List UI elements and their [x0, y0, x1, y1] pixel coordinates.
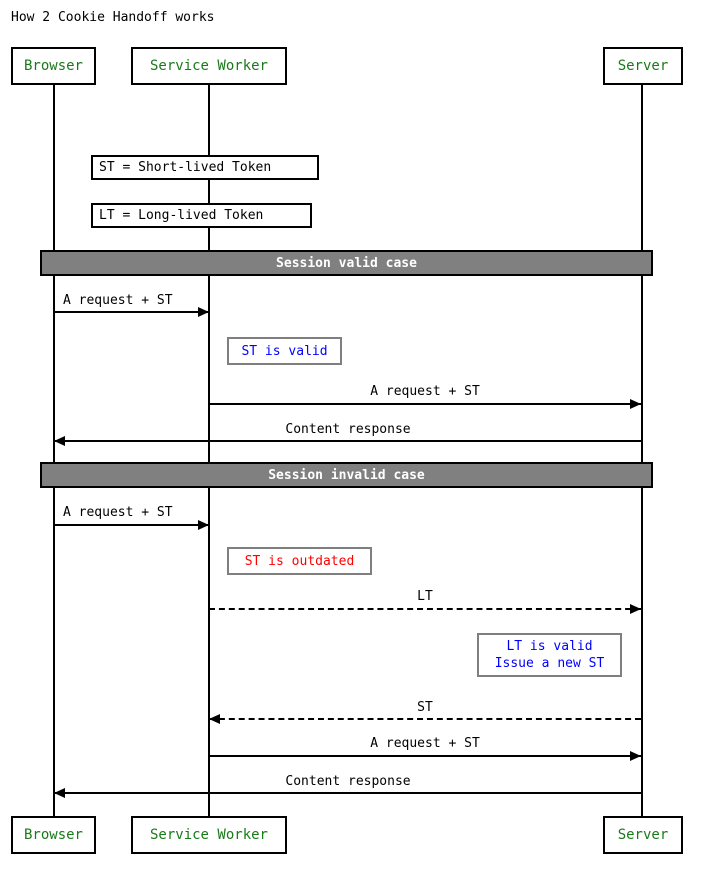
note-long-lived-token: LT = Long-lived Token [91, 203, 312, 228]
arrow-head-m4 [198, 520, 209, 530]
message-label-m5: LT [417, 589, 433, 604]
section-label: Session invalid case [268, 467, 425, 483]
message-line-m1 [54, 311, 209, 313]
message-text: A request + ST [63, 505, 173, 520]
arrow-head-m3 [54, 436, 65, 446]
note-lt-is-valid: LT is valid Issue a new ST [477, 633, 622, 677]
message-text: Content response [285, 422, 411, 437]
arrow-head-m2 [630, 399, 641, 409]
lifeline-service-worker [208, 85, 210, 816]
message-line-m2 [209, 403, 641, 405]
arrow-head-m1 [198, 307, 209, 317]
message-text: A request + ST [370, 384, 480, 399]
message-label-m2: A request + ST [370, 384, 480, 399]
message-line-m5 [209, 608, 641, 610]
participant-server-top[interactable]: Server [603, 47, 683, 85]
note-line: LT is valid [506, 639, 593, 654]
note-st-is-outdated: ST is outdated [227, 547, 372, 575]
message-text: LT [417, 589, 433, 604]
message-label-m3: Content response [285, 422, 410, 437]
participant-label: Browser [23, 58, 83, 74]
participant-browser-top[interactable]: Browser [11, 47, 96, 85]
arrow-head-m5 [630, 604, 641, 614]
section-divider-session-valid: Session valid case [40, 250, 653, 276]
note-st-is-valid: ST is valid [227, 337, 342, 365]
message-label-m1: A request + ST [63, 293, 173, 308]
note-line: ST is outdated [244, 553, 355, 569]
message-label-m7: A request + ST [370, 736, 480, 751]
note-text: ST = Short-lived Token [99, 160, 272, 175]
participant-label: Service Worker [149, 58, 268, 74]
message-line-m4 [54, 524, 209, 526]
message-line-m7 [209, 755, 641, 757]
message-label-m8: Content response [285, 774, 410, 789]
arrow-head-m6 [209, 714, 220, 724]
arrow-head-m8 [54, 788, 65, 798]
participant-label: Server [617, 827, 669, 843]
note-short-lived-token: ST = Short-lived Token [91, 155, 319, 180]
message-text: Content response [285, 774, 411, 789]
message-label-m6: ST [417, 700, 433, 715]
message-label-m4: A request + ST [63, 505, 173, 520]
message-text: ST [417, 700, 433, 715]
participant-service-worker-bottom[interactable]: Service Worker [131, 816, 287, 854]
message-line-m3 [54, 440, 641, 442]
lifeline-browser [53, 85, 55, 816]
note-line: ST is valid [241, 343, 328, 359]
arrow-head-m7 [630, 751, 641, 761]
section-label: Session valid case [276, 255, 417, 271]
message-text: A request + ST [370, 736, 480, 751]
message-line-m8 [54, 792, 641, 794]
note-text: LT = Long-lived Token [99, 208, 264, 223]
diagram-title: How 2 Cookie Handoff works [11, 10, 215, 25]
note-line: Issue a new ST [494, 656, 605, 671]
message-line-m6 [209, 718, 641, 720]
participant-label: Service Worker [149, 827, 268, 843]
participant-service-worker-top[interactable]: Service Worker [131, 47, 287, 85]
participant-browser-bottom[interactable]: Browser [11, 816, 96, 854]
participant-server-bottom[interactable]: Server [603, 816, 683, 854]
participant-label: Browser [23, 827, 83, 843]
lifeline-server [641, 85, 643, 816]
section-divider-session-invalid: Session invalid case [40, 462, 653, 488]
participant-label: Server [617, 58, 669, 74]
message-text: A request + ST [63, 293, 173, 308]
